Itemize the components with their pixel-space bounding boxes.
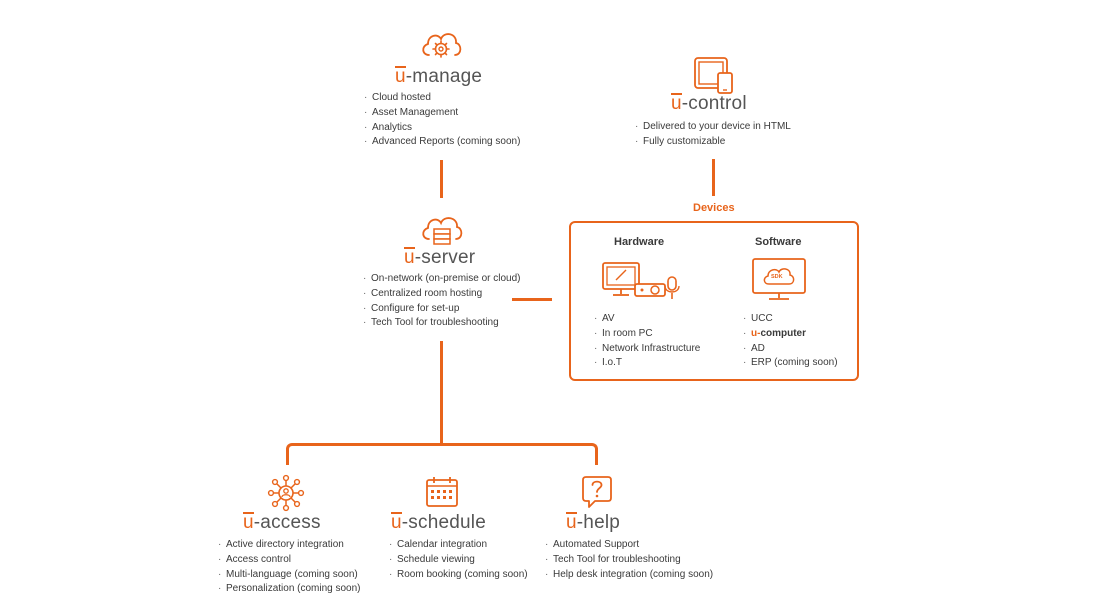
hardware-list: AV In room PC Network Infrastructure I.o… <box>594 312 700 371</box>
list-item: In room PC <box>594 327 700 342</box>
schedule-prefix: u <box>391 512 402 533</box>
list-item: AV <box>594 312 700 327</box>
computer-label: computer <box>760 327 807 339</box>
cloud-server-icon <box>419 211 465 247</box>
list-item: Fully customizable <box>635 135 791 150</box>
monitor-projector-mic-icon <box>601 260 683 302</box>
server-features: On-network (on-premise or cloud) Central… <box>363 272 521 331</box>
list-item: Automated Support <box>545 538 713 553</box>
list-item: Network Infrastructure <box>594 342 700 357</box>
list-item: AD <box>743 342 838 357</box>
list-item: Schedule viewing <box>389 553 528 568</box>
list-item: Room booking (coming soon) <box>389 568 528 583</box>
list-item: On-network (on-premise or cloud) <box>363 272 521 287</box>
access-features: Active directory integration Access cont… <box>218 538 361 597</box>
connector-branch <box>286 443 598 465</box>
manage-title: u-manage <box>395 66 482 88</box>
list-item: ERP (coming soon) <box>743 356 838 371</box>
list-item: Personalization (coming soon) <box>218 582 361 597</box>
list-item: Advanced Reports (coming soon) <box>364 135 520 150</box>
help-name: -help <box>576 512 621 533</box>
access-prefix: u <box>243 512 254 533</box>
devices-icon <box>692 55 736 95</box>
cloud-gear-icon <box>419 25 463 65</box>
sdk-text: SDK <box>771 274 783 280</box>
list-item: Tech Tool for troubleshooting <box>363 316 521 331</box>
list-item: Access control <box>218 553 361 568</box>
connector-server-devices <box>512 298 552 301</box>
calendar-icon <box>424 474 460 510</box>
list-item: Calendar integration <box>389 538 528 553</box>
software-list: UCC u-computer AD ERP (coming soon) <box>743 312 838 371</box>
schedule-title: u-schedule <box>391 512 486 534</box>
list-item: Analytics <box>364 121 520 136</box>
network-user-icon <box>266 473 306 513</box>
connector-server-down <box>440 341 443 445</box>
list-item: Tech Tool for troubleshooting <box>545 553 713 568</box>
help-title: u-help <box>566 512 620 534</box>
access-title: u-access <box>243 512 321 534</box>
list-item: Delivered to your device in HTML <box>635 120 791 135</box>
question-bubble-icon <box>581 474 613 510</box>
server-name: -server <box>414 247 476 268</box>
list-item: u-computer <box>743 327 838 342</box>
list-item: I.o.T <box>594 356 700 371</box>
sdk-monitor-icon: SDK <box>751 257 809 303</box>
list-item: UCC <box>743 312 838 327</box>
control-name: -control <box>681 93 747 114</box>
manage-name: -manage <box>405 66 483 87</box>
manage-features: Cloud hosted Asset Management Analytics … <box>364 91 520 150</box>
control-title: u-control <box>671 93 747 115</box>
list-item: Multi-language (coming soon) <box>218 568 361 583</box>
schedule-name: -schedule <box>401 512 486 533</box>
schedule-features: Calendar integration Schedule viewing Ro… <box>389 538 528 582</box>
list-item: Cloud hosted <box>364 91 520 106</box>
server-title: u-server <box>404 247 475 269</box>
list-item: Configure for set-up <box>363 302 521 317</box>
control-prefix: u <box>671 93 682 114</box>
connector-control-devices <box>712 159 715 196</box>
devices-box <box>569 221 859 381</box>
control-features: Delivered to your device in HTML Fully c… <box>635 120 791 150</box>
connector-manage-server <box>440 160 443 198</box>
software-title: Software <box>755 236 802 248</box>
list-item: Active directory integration <box>218 538 361 553</box>
manage-prefix: u <box>395 66 406 87</box>
list-item: Asset Management <box>364 106 520 121</box>
help-features: Automated Support Tech Tool for troubles… <box>545 538 713 582</box>
devices-label: Devices <box>693 202 735 214</box>
hardware-title: Hardware <box>614 236 665 248</box>
server-prefix: u <box>404 247 415 268</box>
list-item: Centralized room hosting <box>363 287 521 302</box>
list-item: Help desk integration (coming soon) <box>545 568 713 583</box>
help-prefix: u <box>566 512 577 533</box>
access-name: -access <box>253 512 321 533</box>
computer-prefix: u- <box>751 327 761 339</box>
